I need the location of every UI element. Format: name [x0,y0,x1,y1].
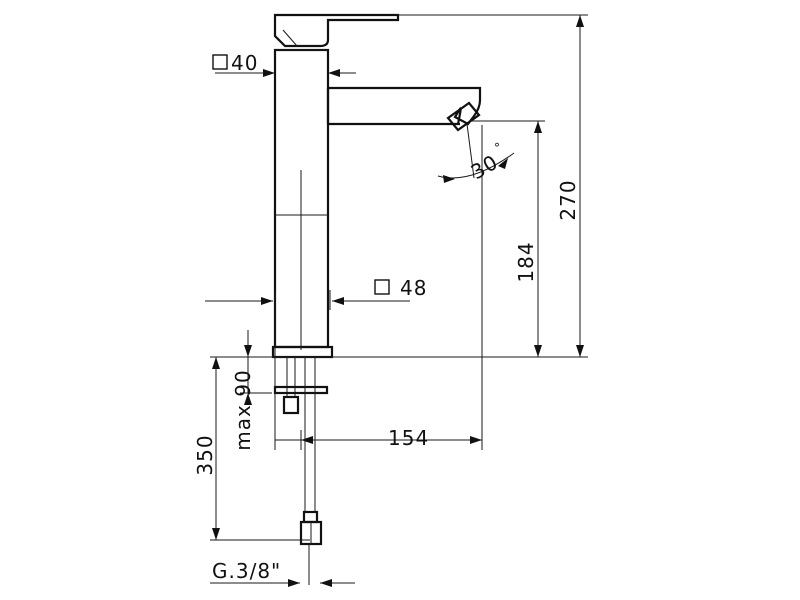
braided-hose [304,356,316,513]
square-icon [212,54,228,70]
mounting-nut [282,395,300,415]
extension-lines [210,14,588,541]
lever-joint [282,29,298,47]
label-spout-reach: 154 [388,426,429,450]
square-icon [374,279,390,295]
label-hose-length: 350 [193,434,217,475]
label-spout-height: 184 [514,241,538,282]
dimension-body-square-base: 48 [205,276,427,305]
dimension-spout-height: 184 [514,121,542,357]
label-body-square-base: 48 [400,276,427,300]
mounting-stud [286,356,296,398]
fixing-plate [273,385,329,395]
faucet-outline [271,13,482,359]
label-overall-height: 270 [556,179,580,220]
lever-handle [273,13,400,48]
dimension-connection-thread: G.3/8" [210,559,355,587]
label-max-deck: max.90 [231,369,255,450]
dimension-swivel-angle: 30 ° [437,123,515,184]
aerator [446,101,481,132]
dimension-max-deck: max.90 [231,330,255,451]
label-connection-thread: G.3/8" [212,559,281,583]
label-body-square-top: 40 [231,51,258,75]
dimension-spout-reach: 154 [275,426,482,450]
under-deck-assembly [273,356,329,585]
spout [326,86,482,126]
dimension-overall-height: 270 [556,15,584,357]
label-degree-symbol: ° [494,141,501,155]
dimension-body-square-top: 40 [212,51,356,77]
hose-fitting [302,510,319,524]
dimension-hose-length: 350 [193,357,220,540]
base-flange [271,345,334,359]
